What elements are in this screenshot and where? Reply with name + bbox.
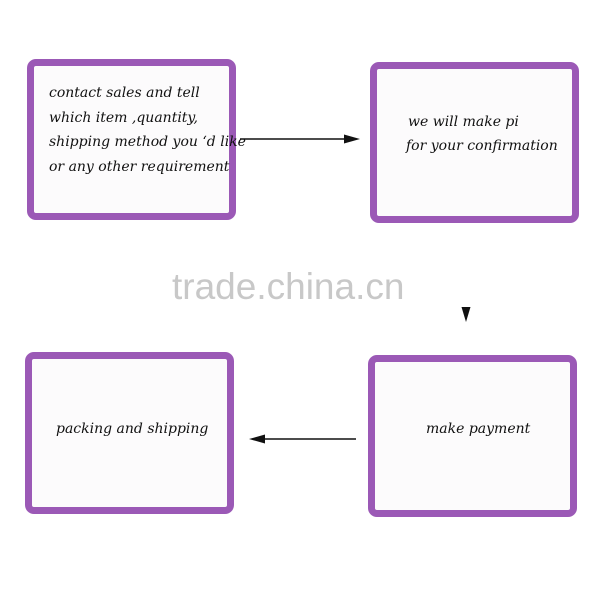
step-line: for your confirmation (406, 138, 558, 154)
arrow-down (461, 230, 471, 322)
step-text-make-pi-2: for your confirmation (406, 134, 558, 159)
step-text-contact-sales: contact sales and tell which item ,quant… (49, 81, 246, 179)
step-box-packing-shipping (25, 352, 234, 514)
arrow-left (249, 434, 356, 444)
step-line: contact sales and tell (49, 85, 200, 101)
step-line: which item ,quantity, (49, 109, 198, 126)
step-line: shipping method you ‘d like (49, 134, 246, 150)
step-text-make-pi: we will make pi (408, 110, 519, 135)
arrow-right (240, 134, 360, 144)
step-box-contact-sales (27, 59, 236, 220)
step-line: packing and shipping (56, 421, 209, 437)
step-box-make-pi (370, 62, 579, 223)
watermark: trade.china.cn (172, 266, 405, 307)
step-text-make-payment: make payment (426, 417, 530, 442)
step-text-packing-shipping: packing and shipping (56, 417, 208, 442)
step-line: we will make pi (408, 114, 519, 130)
step-line: make payment (426, 421, 531, 437)
step-box-make-payment (368, 355, 577, 517)
step-line: or any other requirement (49, 158, 230, 175)
